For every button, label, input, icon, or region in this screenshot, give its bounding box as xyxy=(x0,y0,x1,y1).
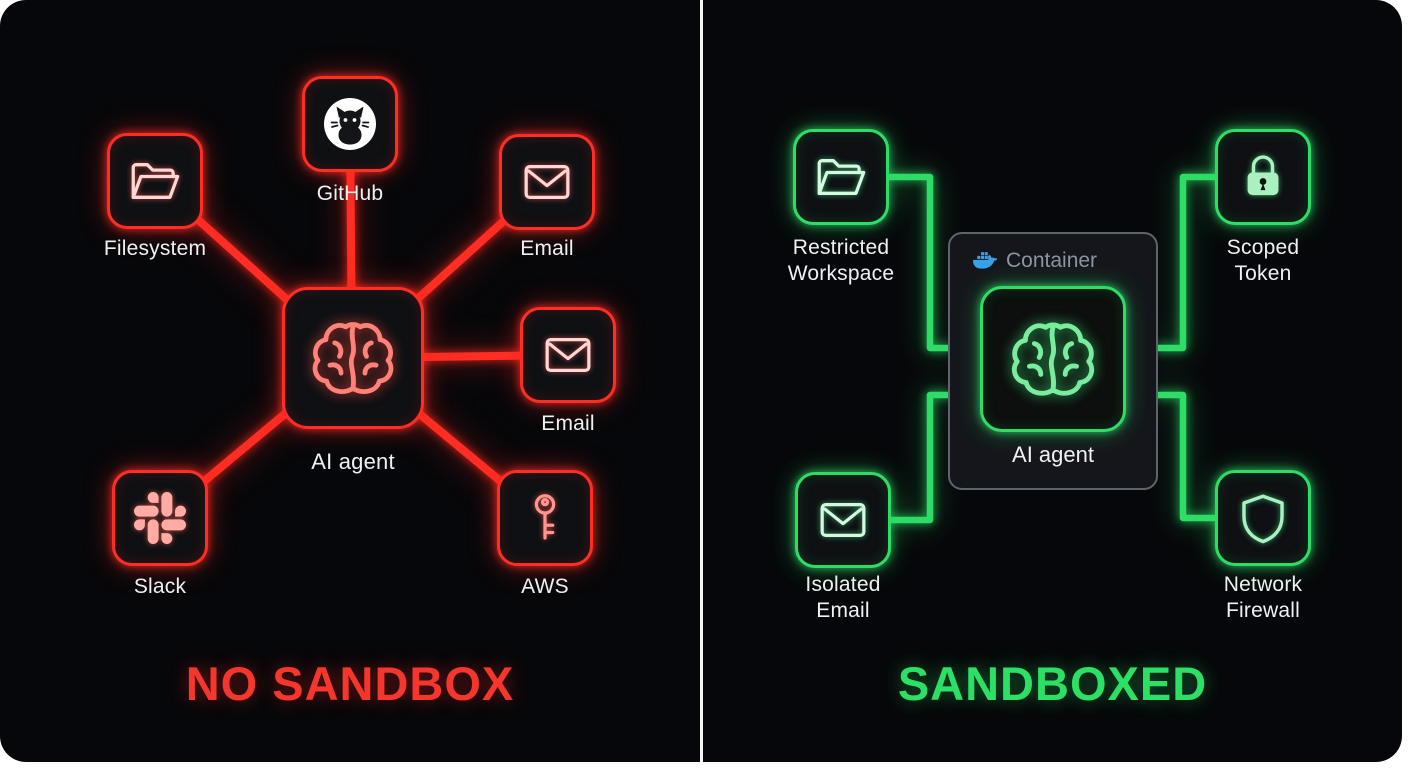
ai-agent-node xyxy=(282,287,424,429)
brain-icon xyxy=(302,307,404,409)
aws-node xyxy=(497,470,593,566)
isolated-email-label: Isolated Email xyxy=(805,573,881,623)
container-header: Container xyxy=(972,248,1156,273)
container-box: Container AI agent xyxy=(948,232,1158,490)
scoped-token-label: Scoped Token xyxy=(1226,236,1300,286)
restricted-workspace-node xyxy=(793,129,889,225)
shield-icon xyxy=(1234,489,1292,547)
envelope-icon xyxy=(518,153,576,211)
no-sandbox-title: NO SANDBOX xyxy=(185,657,515,710)
slack-node xyxy=(112,470,208,566)
filesystem-node xyxy=(107,133,203,229)
network-firewall-node xyxy=(1215,470,1311,566)
ai-agent-label: AI agent xyxy=(311,449,395,474)
envelope-icon xyxy=(539,326,597,384)
aws-label: AWS xyxy=(521,575,569,598)
folder-icon xyxy=(126,152,184,210)
github-node xyxy=(302,76,398,172)
no-sandbox-panel: Filesystem GitHub Email Email AI agent S… xyxy=(0,0,700,762)
panel-divider xyxy=(700,0,703,762)
sandboxed-panel: Restricted Workspace Scoped Token Contai… xyxy=(703,0,1402,762)
isolated-email-node xyxy=(795,472,891,568)
email-top-label: Email xyxy=(520,237,574,260)
email-top-node xyxy=(499,134,595,230)
docker-icon xyxy=(972,248,997,273)
container-label: Container xyxy=(1006,248,1098,272)
filesystem-label: Filesystem xyxy=(103,237,207,260)
lock-icon xyxy=(1234,148,1292,206)
folder-icon xyxy=(812,148,870,206)
slack-icon xyxy=(134,492,186,544)
sandboxed-ai-agent-node xyxy=(980,286,1126,432)
scoped-token-node xyxy=(1215,129,1311,225)
email-side-label: Email xyxy=(541,412,595,435)
slack-label: Slack xyxy=(133,575,187,598)
restricted-workspace-label: Restricted Workspace xyxy=(787,236,895,286)
key-icon xyxy=(516,489,574,547)
github-label: GitHub xyxy=(316,182,384,205)
sandboxed-title: SANDBOXED xyxy=(897,657,1208,710)
email-side-node xyxy=(520,307,616,403)
envelope-icon xyxy=(814,491,872,549)
github-icon xyxy=(318,92,382,156)
sandboxed-ai-agent-label: AI agent xyxy=(1012,442,1094,467)
brain-icon xyxy=(1001,307,1105,411)
network-firewall-label: Network Firewall xyxy=(1223,573,1303,623)
